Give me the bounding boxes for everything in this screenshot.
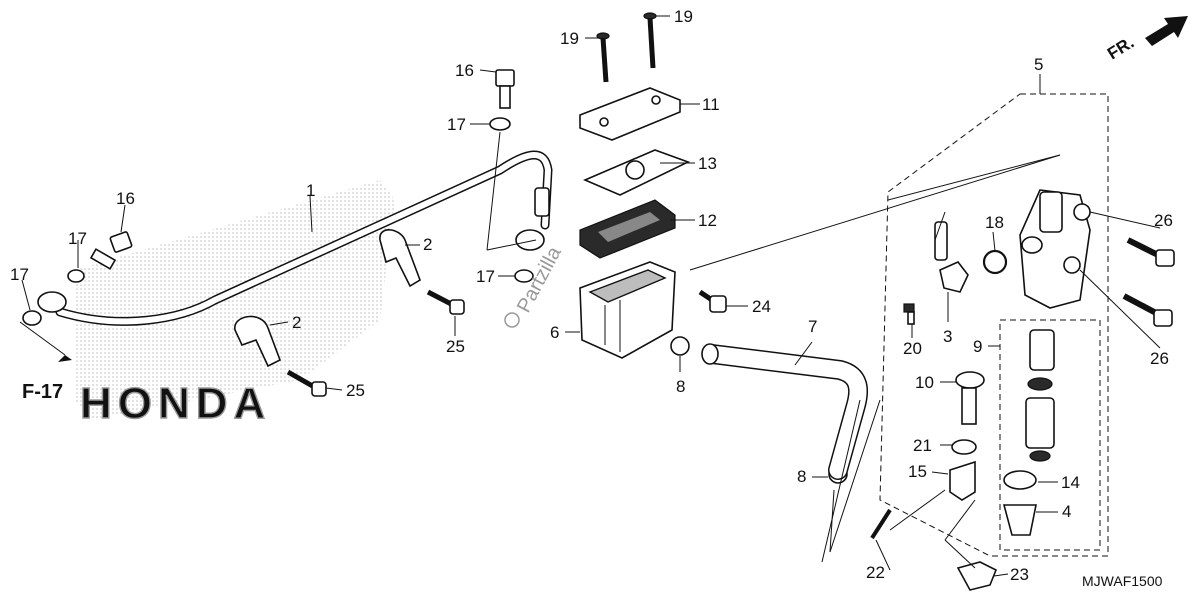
callout-18: 18 [985, 213, 1004, 232]
part-23-clip [956, 561, 998, 591]
callout-8: 8 [797, 467, 806, 486]
part-16-oil-bolt-left [89, 231, 133, 270]
part-2-hose-clamp-upper [379, 229, 421, 288]
part-16-oil-bolt-upper [495, 69, 515, 109]
callout-13: 13 [698, 154, 717, 173]
callout-17: 17 [10, 265, 29, 284]
part-12-diaphragm [579, 199, 676, 259]
callout-7: 7 [808, 317, 817, 336]
part-11-reservoir-cap [579, 87, 681, 141]
part-4-boot [1002, 504, 1037, 536]
part-6-reservoir-tank [579, 261, 676, 359]
part-25-bolts [286, 289, 465, 397]
part-17-sealing-washers [22, 117, 534, 326]
callout-15: 15 [908, 462, 927, 481]
callout-26: 26 [1154, 211, 1173, 230]
diagram-code: MJWAF1500 [1082, 573, 1163, 589]
fr-label: FR. [1104, 33, 1137, 64]
callout-25: 25 [446, 337, 465, 356]
part-15-push-rod-joint [949, 460, 976, 501]
part-21-joint-nut [951, 439, 977, 455]
part-19-cap-screws [596, 12, 657, 83]
f17-reference: F-17 [19, 321, 72, 403]
callout-4: 4 [1062, 502, 1071, 521]
front-direction-marker: FR. [1104, 16, 1188, 63]
part-18-o-ring [982, 249, 1008, 275]
callout-9: 9 [973, 337, 982, 356]
callout-8: 8 [676, 377, 685, 396]
callout-26: 26 [1150, 349, 1169, 368]
watermark: Partzilla [504, 242, 566, 328]
callout-20: 20 [903, 339, 922, 358]
part-1-brake-hose [37, 150, 553, 326]
callout-23: 23 [1010, 565, 1029, 584]
callout-3: 3 [943, 327, 952, 346]
watermark-icon [504, 312, 520, 328]
callout-25: 25 [346, 381, 365, 400]
part-10-push-rod [955, 371, 985, 425]
part-3-hose-joint [934, 221, 969, 293]
callout-2: 2 [292, 313, 301, 332]
part-7-reservoir-hose [701, 343, 868, 480]
callout-2: 2 [423, 235, 432, 254]
part-13-diaphragm-plate [582, 149, 691, 196]
part-9-piston-set [1025, 329, 1055, 462]
callout-5: 5 [1034, 55, 1043, 74]
leader-lines [21, 15, 1161, 577]
callout-17: 17 [447, 115, 466, 134]
part-26-mounting-bolts [1122, 237, 1175, 327]
callout-numbers: 1 2 2 3 4 5 6 7 8 8 9 10 11 12 13 14 15 … [10, 7, 1173, 584]
part-14-circlip [1003, 470, 1037, 490]
part-22-cotter-pin [870, 508, 892, 540]
callout-21: 21 [913, 436, 932, 455]
callout-6: 6 [550, 323, 559, 342]
part-20-screw [903, 303, 915, 325]
part-24-bolt [698, 289, 727, 313]
front-arrow-icon [1145, 16, 1188, 46]
callout-17: 17 [68, 229, 87, 248]
callout-16: 16 [116, 189, 135, 208]
callout-14: 14 [1061, 473, 1080, 492]
callout-1: 1 [306, 181, 315, 200]
background-logo: HONDA [75, 180, 395, 429]
callout-12: 12 [698, 211, 717, 230]
callout-19: 19 [560, 29, 579, 48]
part-2-hose-clamp-lower [234, 315, 282, 368]
master-cylinder-body [1019, 189, 1091, 309]
callout-11: 11 [702, 95, 720, 114]
callout-24: 24 [752, 297, 771, 316]
callout-10: 10 [915, 373, 934, 392]
group-boundary-lines [486, 74, 1109, 569]
honda-logo-text: HONDA [80, 379, 271, 428]
reference-label: F-17 [22, 381, 63, 403]
reference-arrow-icon [58, 355, 72, 362]
callout-17: 17 [476, 267, 495, 286]
callout-16: 16 [455, 61, 474, 80]
callout-22: 22 [866, 563, 885, 582]
callout-19: 19 [674, 7, 693, 26]
